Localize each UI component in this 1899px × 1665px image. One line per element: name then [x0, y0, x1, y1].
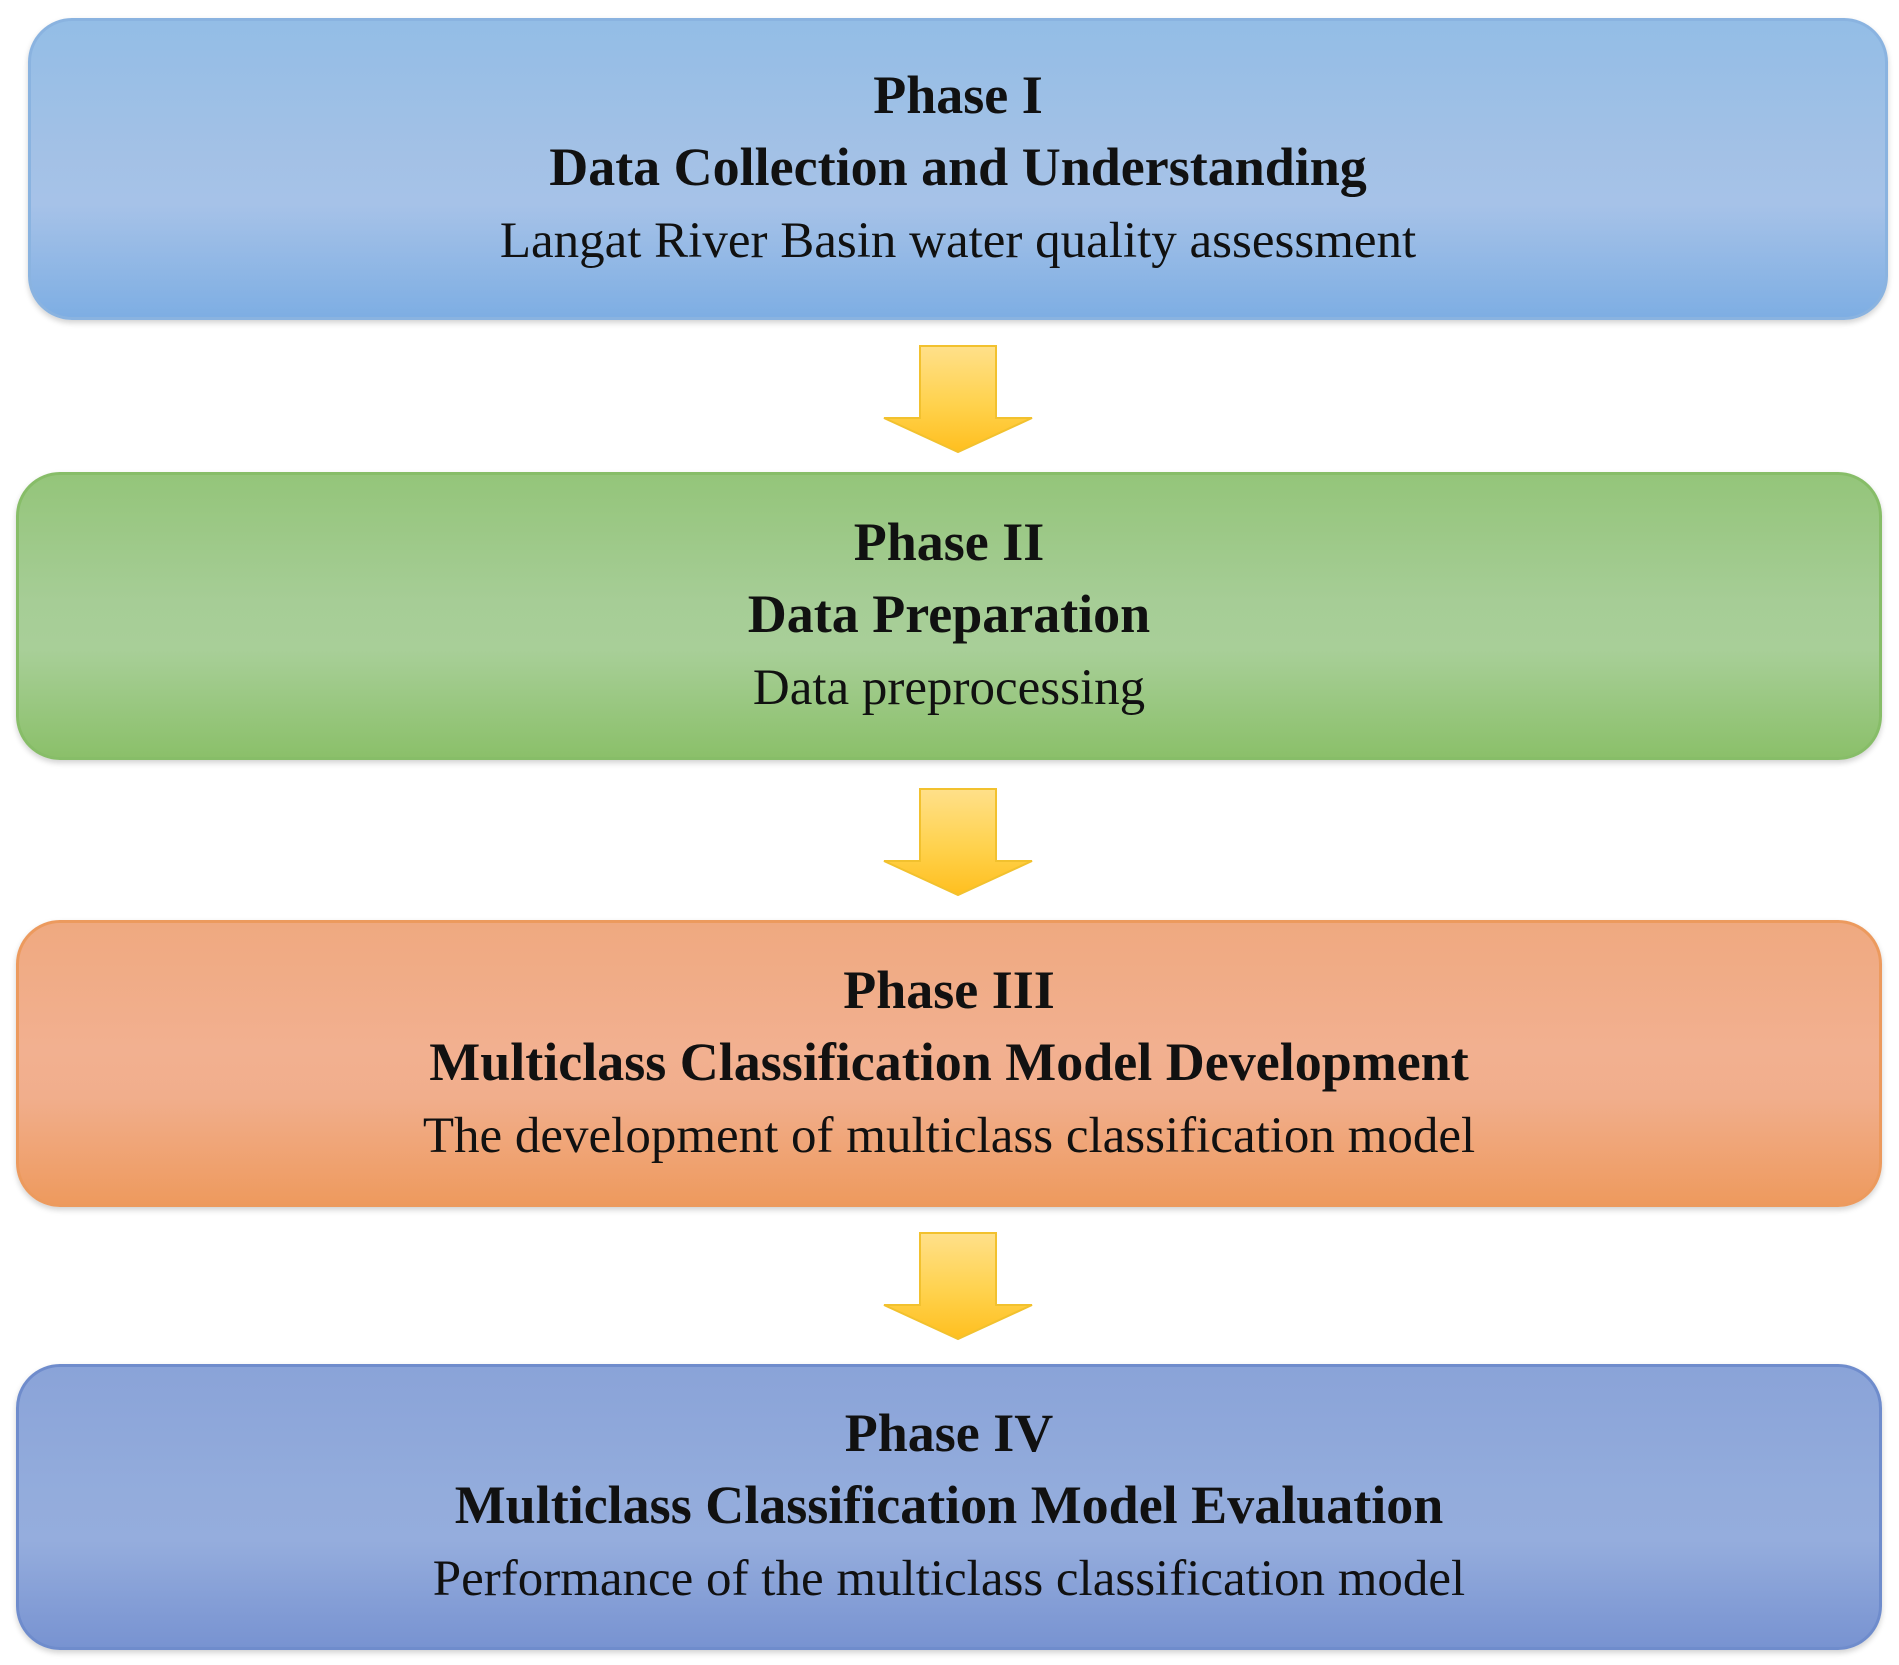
phase-3-title: Phase III [843, 959, 1055, 1020]
phase-1-name: Data Collection and Understanding [549, 137, 1367, 197]
phase-2-description: Data preprocessing [752, 660, 1146, 716]
phase-2-name: Data Preparation [747, 584, 1151, 644]
phase-2-box: Phase II Data Preparation Data preproces… [16, 472, 1882, 760]
phase-4-title: Phase IV [844, 1403, 1054, 1463]
phase-4-name: Multiclass Classification Model Evaluati… [454, 1475, 1444, 1535]
phase-4-description: Performance of the multiclass classifica… [432, 1551, 1466, 1607]
phase-1-title: Phase I [873, 65, 1043, 125]
down-arrow-icon [883, 788, 1033, 897]
down-arrow-icon [883, 345, 1033, 454]
phase-3-name: Multiclass Classification Model Developm… [429, 1031, 1469, 1092]
phase-1-description: Langat River Basin water quality assessm… [499, 213, 1417, 269]
phase-2-title: Phase II [853, 512, 1045, 572]
down-arrow-icon [883, 1232, 1033, 1341]
phase-4-box: Phase IV Multiclass Classification Model… [16, 1364, 1882, 1650]
phase-1-box: Phase I Data Collection and Understandin… [28, 18, 1888, 320]
phase-3-description: The development of multiclass classifica… [422, 1107, 1476, 1164]
phase-3-box: Phase III Multiclass Classification Mode… [16, 920, 1882, 1207]
